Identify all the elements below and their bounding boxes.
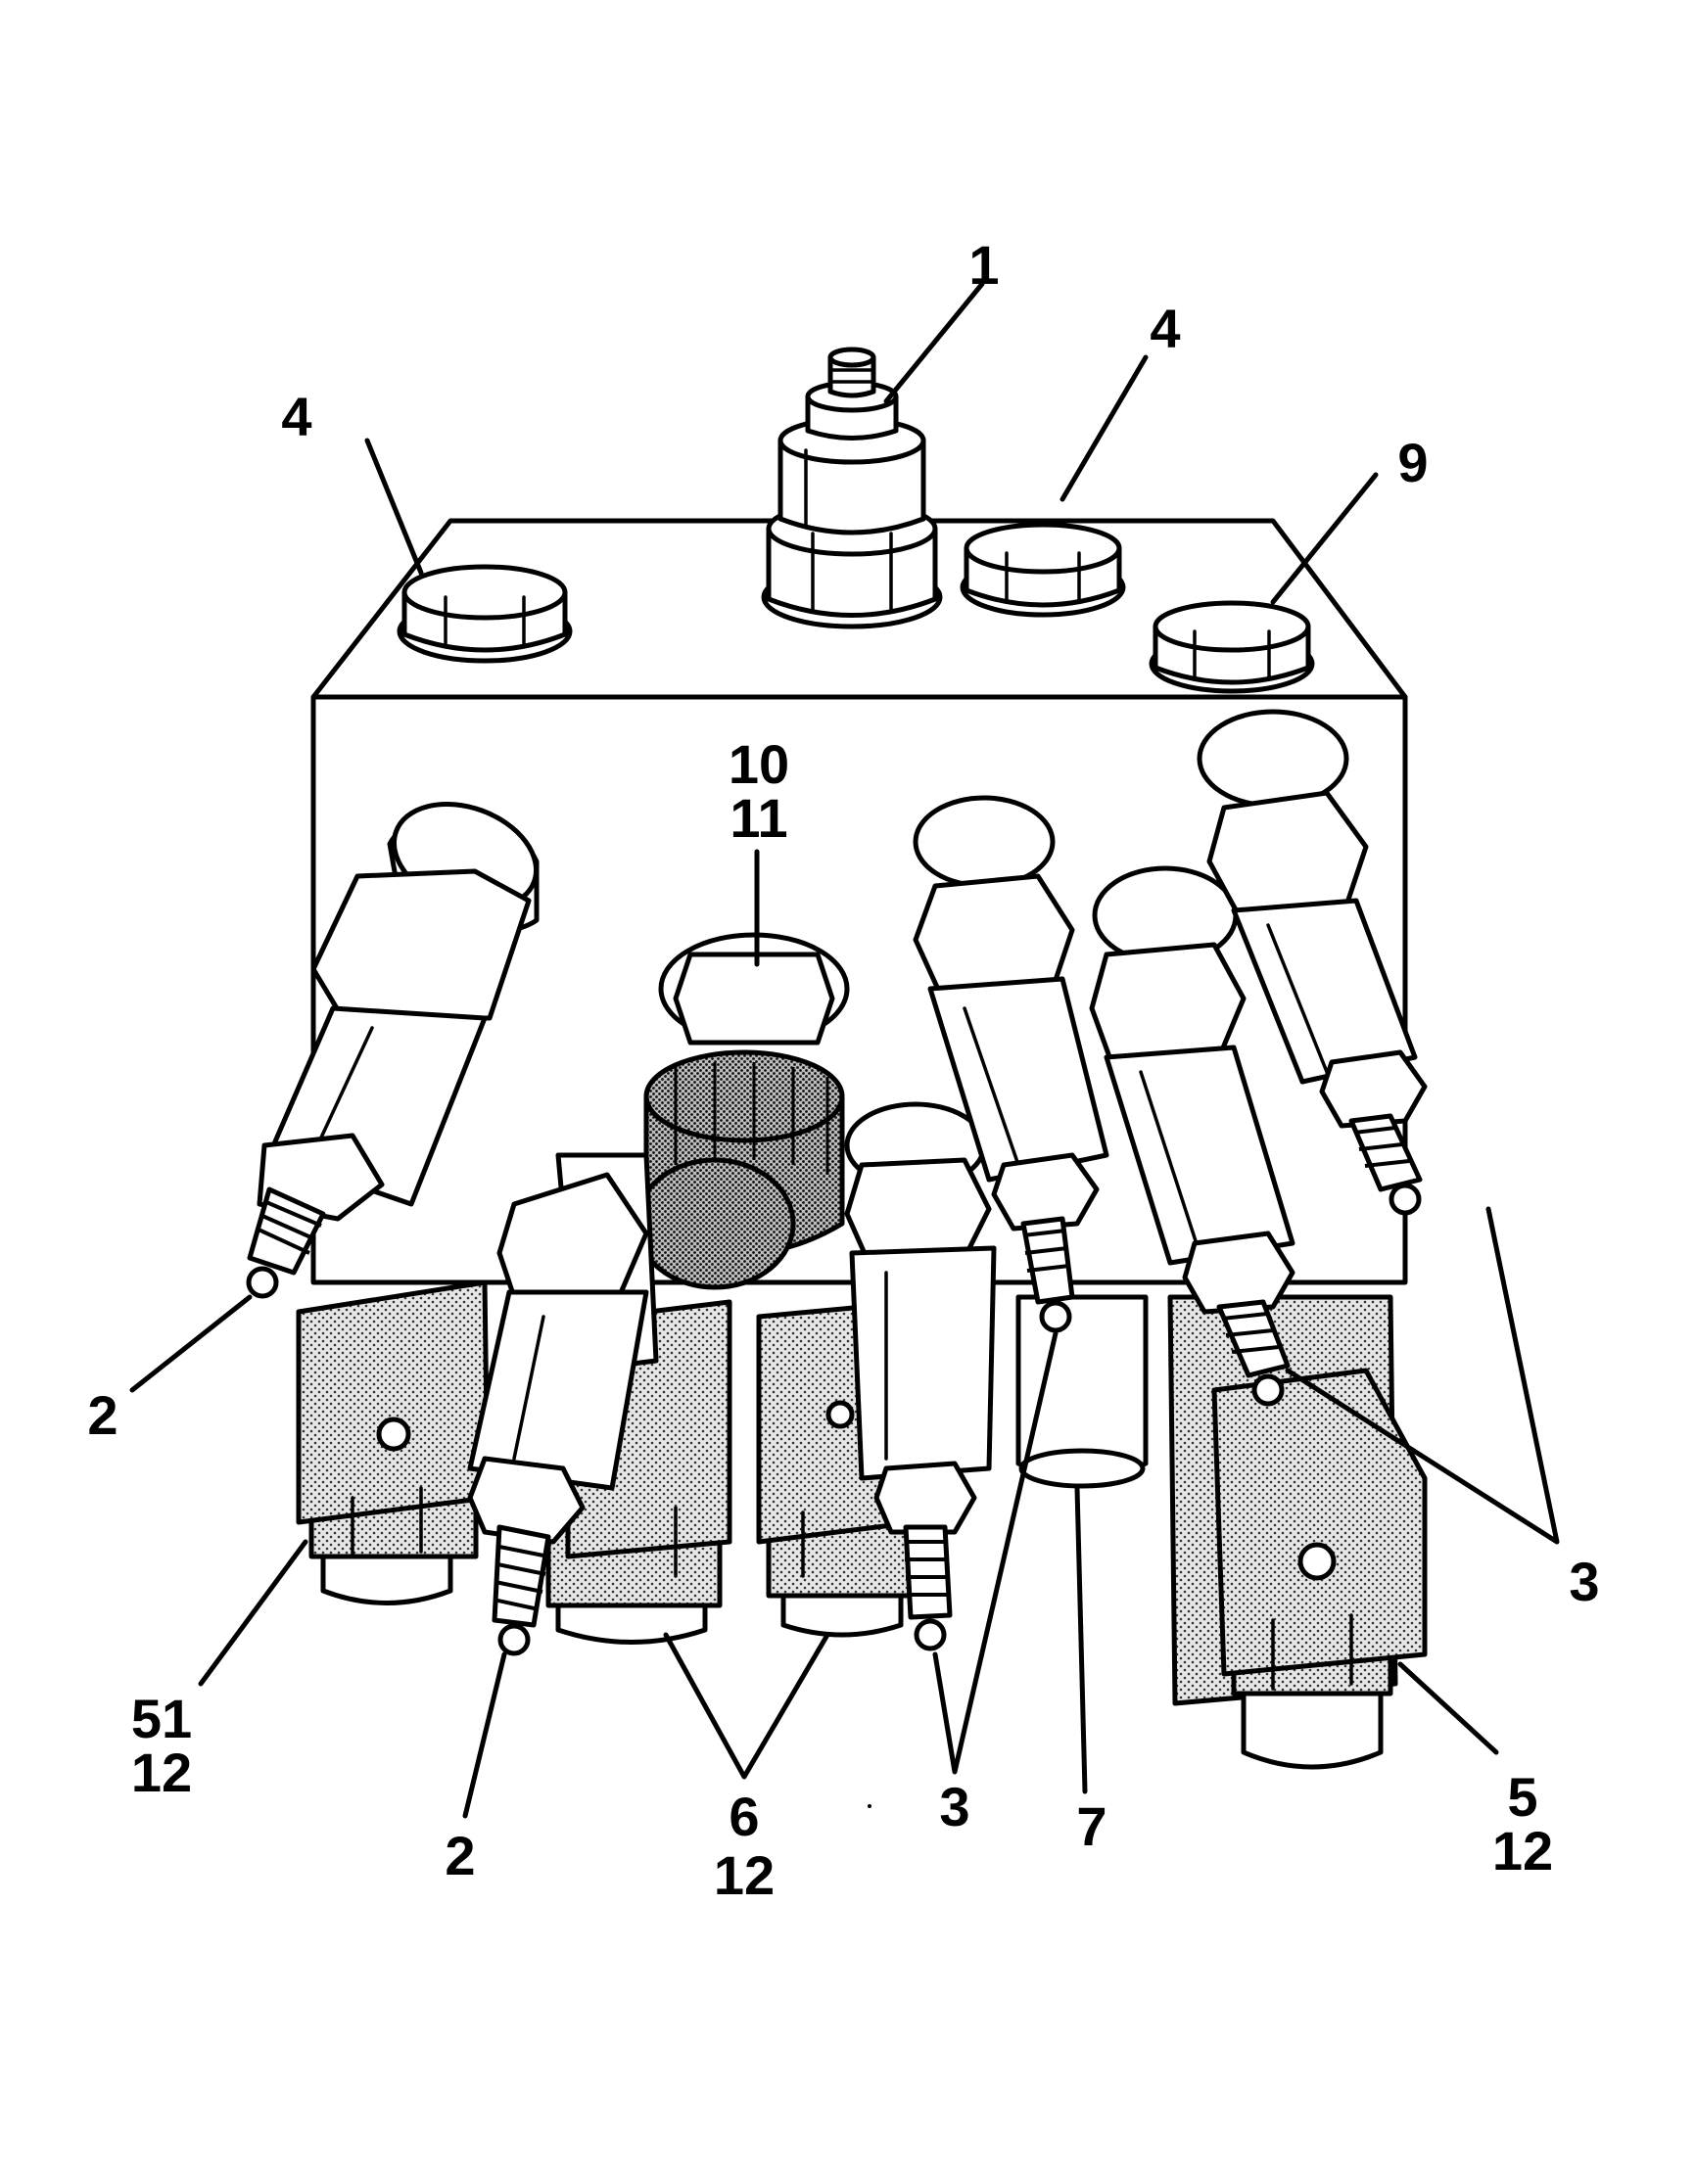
callout-10: 10: [729, 733, 789, 795]
plug-front-right: [1149, 600, 1315, 694]
callout-labels: 1 4 4 9 10 11 2 51 12 2 6 12 3 7 5 12 3: [87, 234, 1599, 1906]
callout-51: 51: [131, 1688, 192, 1749]
callout-2-bottom: 2: [445, 1825, 475, 1886]
callout-5: 5: [1507, 1766, 1537, 1828]
stray-dot: [868, 1804, 871, 1808]
solenoid-coil-left: [296, 1279, 491, 1605]
cartridge-center-knob: [634, 932, 850, 1290]
callout-3-right: 3: [1569, 1551, 1599, 1612]
callout-12-center: 12: [714, 1844, 775, 1906]
cartridge-front-center: [844, 1101, 997, 1651]
leader-lines: [129, 281, 1560, 1819]
callout-4-left: 4: [281, 386, 311, 447]
plug-left: [397, 564, 573, 664]
callout-7: 7: [1076, 1795, 1106, 1857]
callout-1: 1: [968, 234, 999, 296]
callout-4-right: 4: [1150, 298, 1180, 359]
bottom-plug: [1015, 1294, 1149, 1489]
cartridge-right-center: [1089, 865, 1295, 1407]
callout-12-right: 12: [1492, 1820, 1553, 1882]
cartridge-right-upper: [913, 795, 1109, 1333]
plug-right: [960, 522, 1126, 618]
callout-9: 9: [1397, 432, 1428, 493]
pressure-switch: [761, 347, 943, 629]
cartridge-far-right: [1197, 709, 1428, 1216]
callout-12-left: 12: [131, 1742, 192, 1803]
callout-2-left: 2: [87, 1384, 118, 1446]
callout-3-bottom: 3: [939, 1776, 969, 1837]
callout-11: 11: [730, 787, 787, 849]
solenoid-coil-right: [1167, 1294, 1428, 1770]
cartridge-left: [246, 801, 540, 1299]
cartridge-front-left: [467, 1152, 659, 1656]
callout-6: 6: [729, 1786, 759, 1847]
